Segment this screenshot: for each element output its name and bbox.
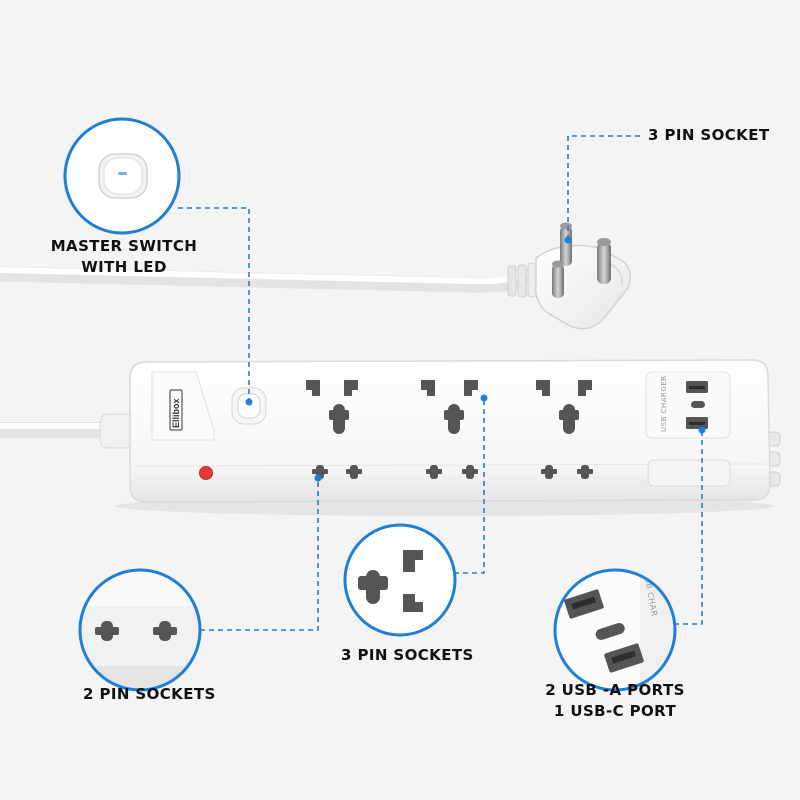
usb-c-port-icon bbox=[691, 401, 705, 408]
usb-panel-label: USB CHARGER bbox=[660, 375, 668, 432]
label-usb-line1: 2 USB -A PORTS bbox=[545, 681, 685, 699]
callout-two-pin bbox=[78, 568, 202, 692]
callout-master-switch bbox=[63, 117, 181, 235]
power-strip: Ellibox bbox=[99, 359, 781, 516]
universal-socket-1 bbox=[306, 380, 358, 434]
brand-logo-text: Ellibox bbox=[171, 398, 181, 428]
leader-lines bbox=[178, 135, 703, 631]
label-two-pin: 2 PIN SOCKETS bbox=[83, 685, 216, 703]
label-master-switch-line2: WITH LED bbox=[81, 258, 167, 276]
universal-socket-3 bbox=[536, 380, 592, 434]
two-pin-socket-3 bbox=[541, 465, 593, 479]
master-switch[interactable] bbox=[231, 387, 267, 425]
label-three-pin: 3 PIN SOCKETS bbox=[341, 646, 474, 664]
label-master-switch: MASTER SWITCH WITH LED bbox=[44, 236, 204, 278]
two-pin-socket-2 bbox=[426, 465, 478, 479]
label-master-switch-line1: MASTER SWITCH bbox=[50, 237, 198, 255]
leader-dots bbox=[245, 236, 706, 482]
plug-live-pin bbox=[597, 238, 611, 284]
label-usb-ports: 2 USB -A PORTS 1 USB-C PORT bbox=[535, 680, 695, 722]
plug-earth-pin bbox=[560, 222, 572, 266]
universal-socket-2 bbox=[421, 380, 478, 434]
power-cable-left bbox=[0, 422, 118, 438]
label-plug: 3 PIN SOCKET bbox=[648, 126, 770, 144]
usb-charger-panel: USB CHARGER bbox=[645, 371, 731, 439]
callout-three-pin bbox=[343, 523, 457, 637]
label-usb-line2: 1 USB-C PORT bbox=[553, 702, 677, 720]
plug-neutral-pin bbox=[552, 260, 564, 298]
led-indicator-icon bbox=[199, 466, 213, 480]
two-pin-socket-1 bbox=[312, 465, 362, 479]
three-pin-plug bbox=[507, 222, 631, 330]
blank-panel bbox=[647, 459, 731, 487]
callout-usb: USB CHAR bbox=[553, 568, 677, 692]
brand-logo: Ellibox bbox=[169, 389, 183, 431]
